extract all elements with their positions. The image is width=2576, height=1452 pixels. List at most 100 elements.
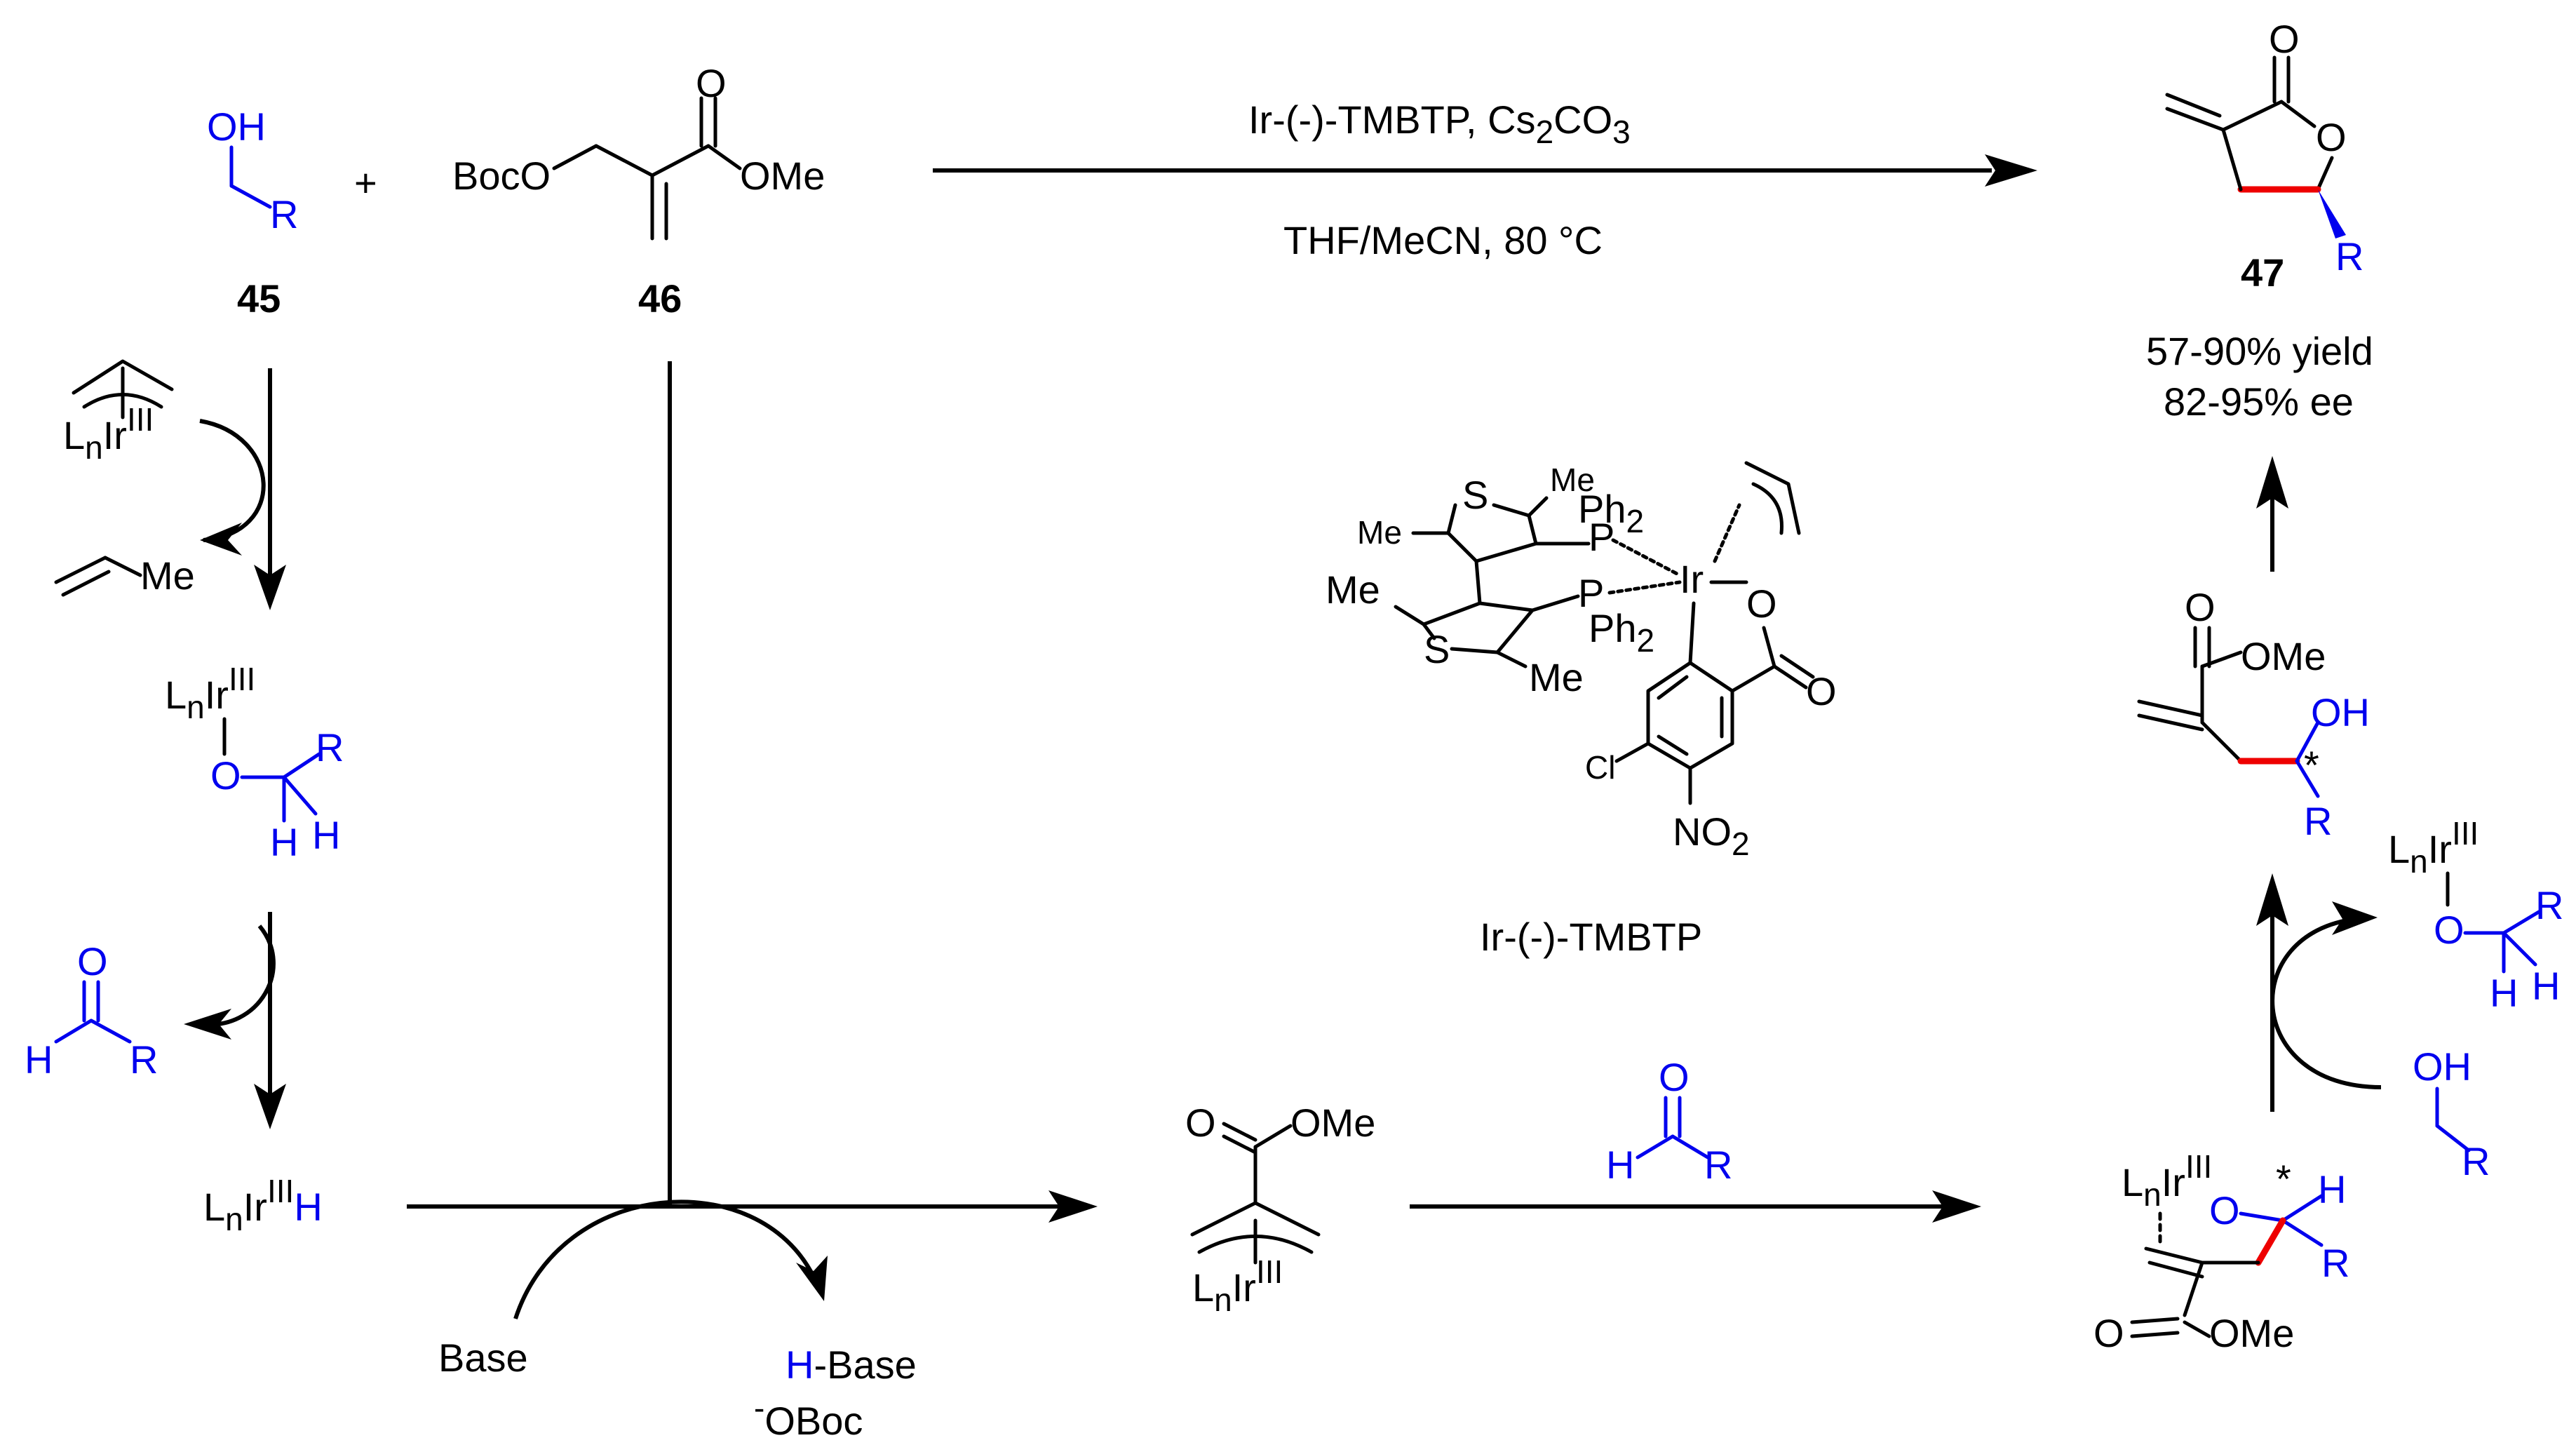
bond xyxy=(2137,699,2204,718)
iridium-label: LnIrIII xyxy=(1192,1253,1283,1318)
r-group-label: R xyxy=(270,192,298,236)
arrowhead xyxy=(2256,456,2288,509)
hydrogen-label: H xyxy=(2490,971,2518,1015)
bond xyxy=(1688,601,1696,665)
iridium-label: LnIrIII xyxy=(63,401,154,466)
aldehyde-oxygen: O xyxy=(77,939,108,983)
iridium-label: LnIrIII xyxy=(165,661,255,725)
oboc-label: -OBoc xyxy=(754,1390,863,1443)
bond xyxy=(282,775,318,816)
hydroxyl-label: OH xyxy=(207,105,266,149)
r-group-label: R xyxy=(2535,883,2563,927)
phosphorus-label: P xyxy=(1578,571,1604,615)
homoallylic-alcohol: O OMe OH * R xyxy=(2137,585,2370,843)
phenyl-label: Ph2 xyxy=(1589,606,1654,659)
compound-number-46: 46 xyxy=(638,276,682,321)
aromatic-double-bond xyxy=(1657,675,1689,700)
bond xyxy=(1730,664,1776,693)
arrowhead xyxy=(254,1084,286,1129)
compound-47: O O R 47 57-90% yield 82-95% ee xyxy=(2146,17,2373,424)
bond xyxy=(2316,156,2334,191)
bond xyxy=(1762,626,1776,668)
bond xyxy=(2137,713,2204,732)
hydrogen-label: H xyxy=(270,820,298,864)
iridium-label: Ir xyxy=(1680,557,1704,601)
hashed-bond xyxy=(1713,503,1741,563)
bond xyxy=(2435,1124,2471,1152)
aromatic-ring xyxy=(1646,661,1734,770)
hydrogen-label: H xyxy=(2318,1167,2346,1211)
bond xyxy=(1253,1124,1293,1149)
reagents-text: Ir-(-)-TMBTP, Cs2CO3 xyxy=(1248,98,1631,150)
bond xyxy=(1527,513,1538,546)
bond xyxy=(2200,720,2243,763)
ome-label: OMe xyxy=(2241,634,2326,678)
yield-text: 57-90% yield xyxy=(2146,329,2373,373)
bond xyxy=(2221,128,2243,191)
hydrogen-label: H xyxy=(312,813,340,857)
ome-label: OMe xyxy=(740,154,825,198)
curved-arrow-alcohol-exchange xyxy=(2270,917,2382,1089)
arrowhead xyxy=(796,1256,828,1301)
allyl-ligand xyxy=(72,359,174,395)
bond xyxy=(2502,910,2541,935)
base-label: Base xyxy=(438,1336,528,1380)
arrowhead xyxy=(254,565,286,610)
methyl-label: Me xyxy=(1357,514,1402,551)
carbonyl-oxygen-label: O xyxy=(1185,1101,1216,1145)
bond xyxy=(552,144,598,170)
compound-45: OH R 45 xyxy=(207,105,298,321)
bond xyxy=(1495,608,1535,654)
lactone-carbonyl-oxygen: O xyxy=(2269,17,2300,61)
bond xyxy=(103,556,142,577)
bond xyxy=(706,144,742,170)
hydrogen-label: H xyxy=(1606,1143,1634,1187)
catalyst-name: Ir-(-)-TMBTP xyxy=(1480,915,1702,959)
phenyl-label: Ph2 xyxy=(1578,487,1644,539)
allyl-hapto-arc xyxy=(1751,482,1783,535)
bond xyxy=(2130,1317,2180,1324)
ee-text: 82-95% ee xyxy=(2164,379,2354,424)
bond xyxy=(2200,650,2243,668)
bond xyxy=(1772,664,1808,690)
oxygen-label: O xyxy=(2434,908,2464,952)
aldehyde-oxygen: O xyxy=(1659,1055,1690,1099)
bond xyxy=(1527,496,1549,518)
arrowhead xyxy=(200,523,242,556)
carbonyl-oxygen-label: O xyxy=(2185,585,2216,629)
bond xyxy=(2281,1194,2324,1223)
catalyst-ir-tmbtp: S Me Me P Ph2 Me S Me P Ph2 Ir xyxy=(1326,461,1837,959)
propene: Me xyxy=(54,553,195,598)
bond xyxy=(1222,1134,1257,1155)
bond xyxy=(2183,1261,2204,1317)
compound-number-45: 45 xyxy=(237,276,281,321)
bond xyxy=(2295,720,2320,763)
compound-number-47: 47 xyxy=(2241,250,2284,295)
boco-label: BocO xyxy=(452,154,551,198)
new-c-c-bond xyxy=(2255,1217,2286,1266)
bond xyxy=(1530,594,1580,612)
r-group-label: R xyxy=(130,1037,158,1082)
bond xyxy=(2295,759,2320,798)
bond xyxy=(1779,654,1815,679)
bond xyxy=(54,1019,93,1044)
bond xyxy=(2281,1218,2324,1247)
bond xyxy=(1422,601,1482,626)
iridium-alkoxide-regenerated: LnIrIII O R H H xyxy=(2388,815,2563,1015)
bond xyxy=(1474,559,1482,605)
bond xyxy=(1446,531,1478,563)
bond xyxy=(1614,741,1650,763)
nitro-label: NO2 xyxy=(1673,809,1750,862)
hashed-bond xyxy=(1607,580,1682,595)
bond xyxy=(1636,1134,1675,1159)
arrowhead xyxy=(1985,154,2037,187)
h-base-label: H-Base xyxy=(785,1343,917,1387)
hydrogen-label: H xyxy=(2532,964,2560,1008)
bond xyxy=(2221,100,2284,132)
compound-46: BocO O OMe 46 xyxy=(452,61,825,321)
r-group-label: R xyxy=(316,725,344,769)
iridium-hydride-label: LnIrIIIH xyxy=(203,1173,323,1237)
bond xyxy=(1474,542,1538,563)
ome-label: OMe xyxy=(1290,1101,1375,1145)
